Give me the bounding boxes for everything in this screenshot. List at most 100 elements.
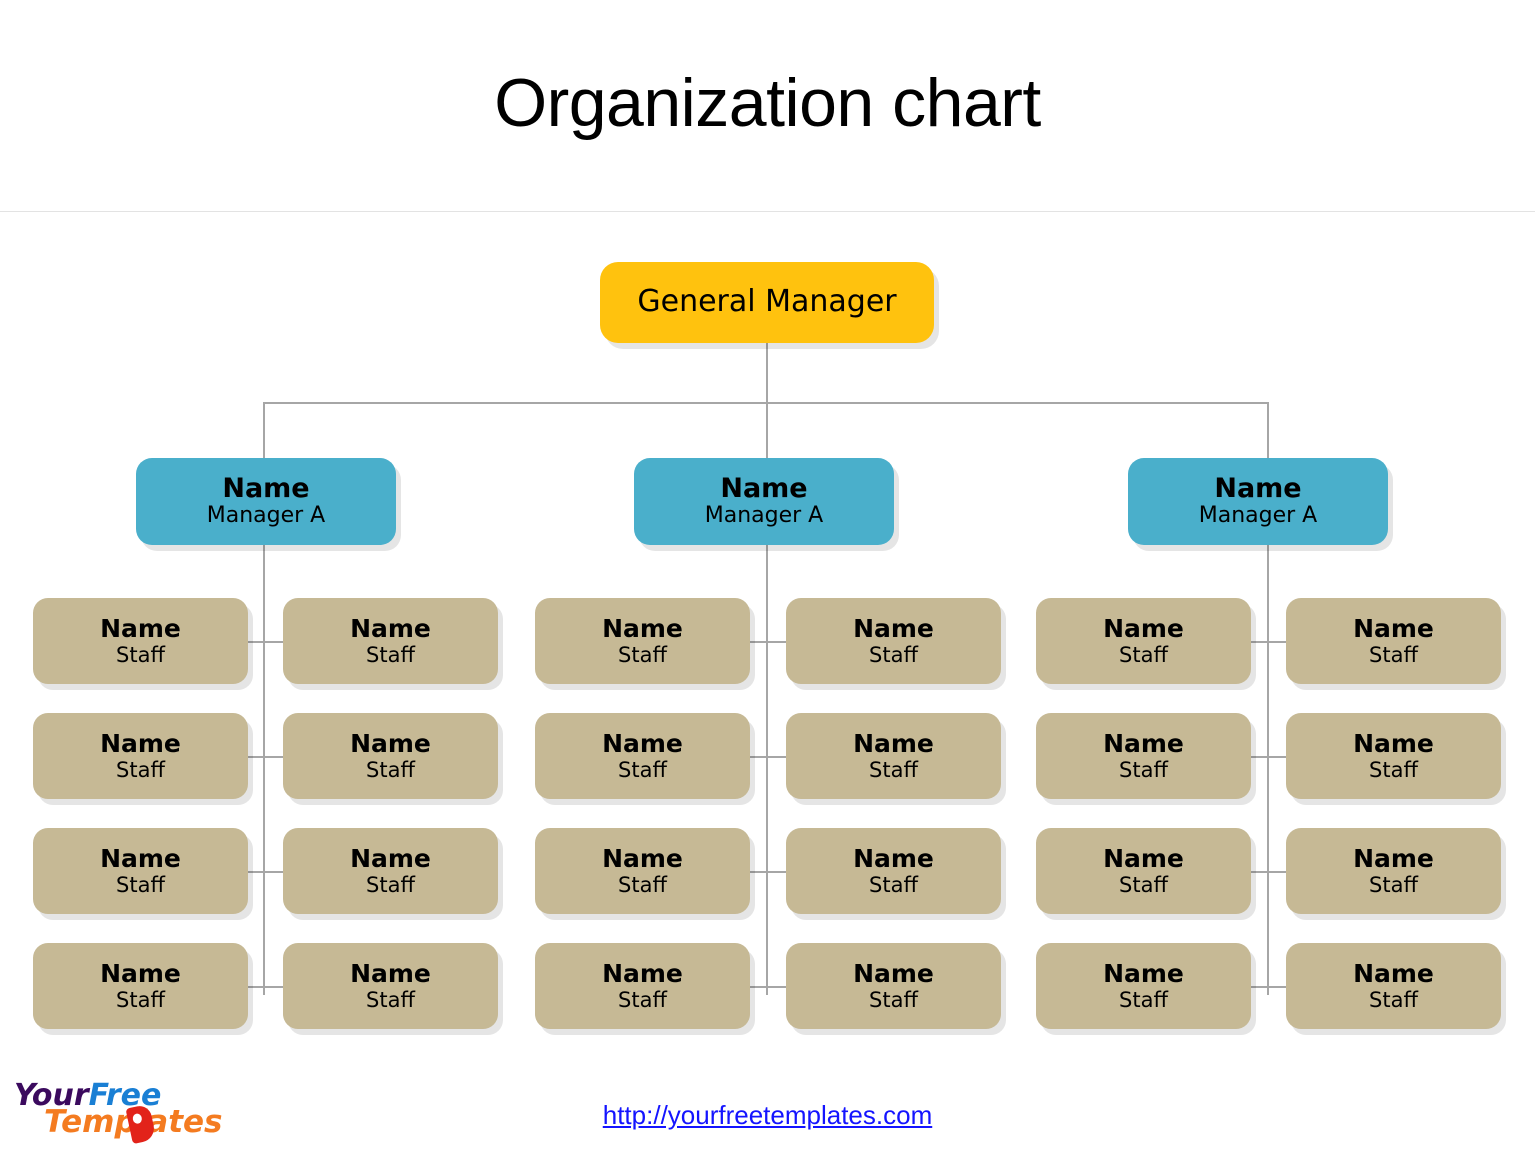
node-label-role: Staff — [1369, 642, 1418, 667]
node-label-role: Staff — [1119, 757, 1168, 782]
node-staff-3-4[interactable]: Name Staff — [1286, 713, 1501, 799]
node-label-name: Name — [350, 958, 431, 988]
node-staff-2-6[interactable]: Name Staff — [786, 828, 1001, 914]
node-staff-2-7[interactable]: Name Staff — [535, 943, 750, 1029]
node-staff-3-8[interactable]: Name Staff — [1286, 943, 1501, 1029]
node-staff-2-5[interactable]: Name Staff — [535, 828, 750, 914]
node-label-name: Name — [602, 613, 683, 643]
node-label-role: Staff — [366, 987, 415, 1012]
node-staff-3-1[interactable]: Name Staff — [1036, 598, 1251, 684]
node-staff-1-1[interactable]: Name Staff — [33, 598, 248, 684]
connector-stub-b1-r2-right — [263, 756, 284, 758]
node-label-name: Name — [100, 958, 181, 988]
node-label-name: Name — [853, 843, 934, 873]
node-label-name: Name — [853, 613, 934, 643]
node-label-role: Staff — [618, 987, 667, 1012]
node-label-name: Name — [602, 728, 683, 758]
connector-stub-b2-r4-right — [766, 986, 787, 988]
node-label-role: Staff — [116, 987, 165, 1012]
node-staff-3-6[interactable]: Name Staff — [1286, 828, 1501, 914]
logo-word-free: Free — [88, 1078, 162, 1113]
connector-drop-branch-3 — [1267, 402, 1269, 462]
connector-trunk-branch-3 — [1267, 545, 1269, 995]
node-label-name: Name — [1214, 473, 1302, 505]
connector-trunk-branch-2 — [766, 545, 768, 995]
logo-line-1: YourFree — [14, 1078, 161, 1113]
node-label-role: Staff — [618, 757, 667, 782]
node-staff-3-7[interactable]: Name Staff — [1036, 943, 1251, 1029]
node-label-name: Name — [1353, 958, 1434, 988]
node-staff-2-3[interactable]: Name Staff — [535, 713, 750, 799]
node-label-name: Name — [100, 613, 181, 643]
node-staff-3-2[interactable]: Name Staff — [1286, 598, 1501, 684]
yourfreetemplates-logo: YourFree Templates — [8, 1078, 223, 1146]
node-staff-2-8[interactable]: Name Staff — [786, 943, 1001, 1029]
node-label-name: Name — [853, 958, 934, 988]
node-label-role: Staff — [618, 872, 667, 897]
node-general-manager[interactable]: General Manager — [600, 262, 934, 343]
connector-stub-b1-r3-right — [263, 871, 284, 873]
node-manager-3[interactable]: Name Manager A — [1128, 458, 1388, 545]
node-staff-3-3[interactable]: Name Staff — [1036, 713, 1251, 799]
node-staff-2-4[interactable]: Name Staff — [786, 713, 1001, 799]
node-label-name: Name — [720, 473, 808, 505]
node-staff-2-2[interactable]: Name Staff — [786, 598, 1001, 684]
connector-stub-b1-r3-left — [248, 871, 266, 873]
connector-stub-b1-r4-right — [263, 986, 284, 988]
node-manager-2[interactable]: Name Manager A — [634, 458, 894, 545]
connector-stub-b2-r2-left — [750, 756, 768, 758]
connector-stub-b2-r1-left — [750, 641, 768, 643]
node-label-role: Staff — [116, 757, 165, 782]
connector-drop-branch-2 — [766, 402, 768, 462]
node-label-name: Name — [350, 728, 431, 758]
footer-website-link[interactable]: http://yourfreetemplates.com — [602, 1100, 933, 1130]
node-label-role: Staff — [618, 642, 667, 667]
connector-stub-b3-r4-left — [1251, 986, 1269, 988]
connector-stub-b3-r2-left — [1251, 756, 1269, 758]
node-label-name: Name — [853, 728, 934, 758]
node-label-role: Staff — [366, 642, 415, 667]
node-label-name: Name — [1103, 843, 1184, 873]
connector-stub-b3-r3-left — [1251, 871, 1269, 873]
node-label-name: Name — [100, 843, 181, 873]
page-title: Organization chart — [494, 65, 1041, 141]
node-staff-1-4[interactable]: Name Staff — [283, 713, 498, 799]
node-label-role: Manager A — [704, 503, 824, 529]
connector-stub-b3-r1-left — [1251, 641, 1269, 643]
node-label-role: Staff — [116, 872, 165, 897]
node-label-role: Staff — [1119, 642, 1168, 667]
node-staff-1-2[interactable]: Name Staff — [283, 598, 498, 684]
node-label-role: Staff — [366, 872, 415, 897]
node-label-name: Name — [222, 473, 310, 505]
node-staff-1-8[interactable]: Name Staff — [283, 943, 498, 1029]
node-staff-1-5[interactable]: Name Staff — [33, 828, 248, 914]
connector-stub-b2-r1-right — [766, 641, 787, 643]
node-label-role: Staff — [869, 987, 918, 1012]
connector-stub-b2-r4-left — [750, 986, 768, 988]
connector-stub-b2-r3-right — [766, 871, 787, 873]
node-label-role: Staff — [366, 757, 415, 782]
node-staff-1-3[interactable]: Name Staff — [33, 713, 248, 799]
connector-stub-b2-r2-right — [766, 756, 787, 758]
node-label-name: Name — [602, 958, 683, 988]
node-manager-1[interactable]: Name Manager A — [136, 458, 396, 545]
connector-stub-b2-r3-left — [750, 871, 768, 873]
node-label-role: Staff — [869, 757, 918, 782]
connector-stub-b3-r4-right — [1267, 986, 1288, 988]
connector-stub-b1-r4-left — [248, 986, 266, 988]
node-label-role: Staff — [1369, 987, 1418, 1012]
node-staff-3-5[interactable]: Name Staff — [1036, 828, 1251, 914]
node-staff-2-1[interactable]: Name Staff — [535, 598, 750, 684]
connector-stub-b1-r1-right — [263, 641, 284, 643]
connector-stub-b3-r2-right — [1267, 756, 1288, 758]
connector-trunk-branch-1 — [263, 545, 265, 995]
node-staff-1-6[interactable]: Name Staff — [283, 828, 498, 914]
connector-gm-stem — [766, 343, 768, 404]
node-label-title: General Manager — [637, 284, 897, 320]
node-staff-1-7[interactable]: Name Staff — [33, 943, 248, 1029]
connector-stub-b1-r1-left — [248, 641, 266, 643]
connector-stub-b1-r2-left — [248, 756, 266, 758]
node-label-name: Name — [350, 613, 431, 643]
node-label-role: Manager A — [206, 503, 326, 529]
